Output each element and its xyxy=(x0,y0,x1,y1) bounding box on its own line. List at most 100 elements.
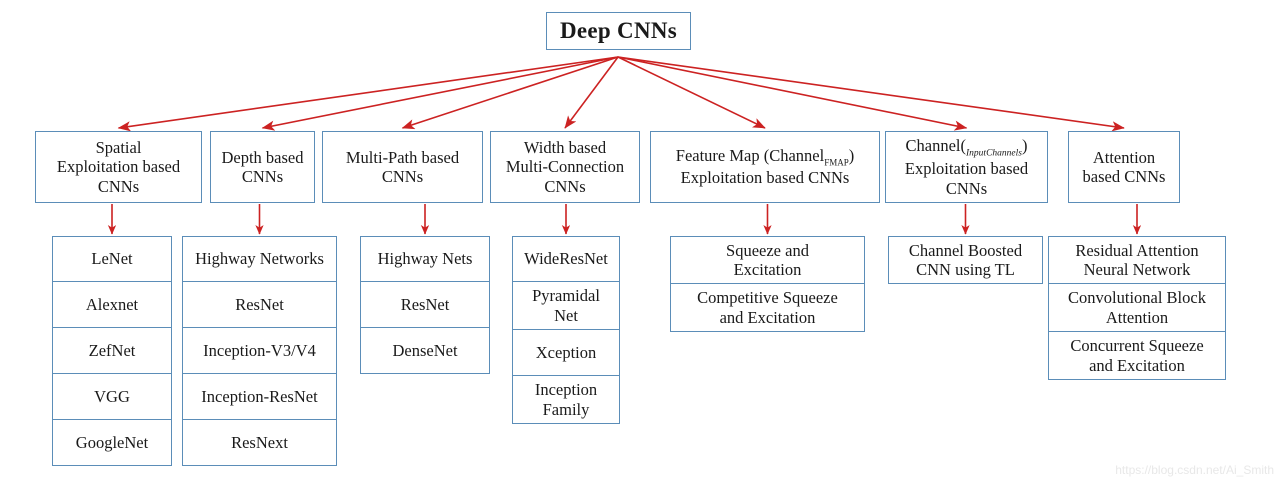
node-text-line: ResNet xyxy=(400,294,450,314)
node-text-line: Inception-ResNet xyxy=(201,386,318,406)
leaf-node[interactable]: ResNet xyxy=(182,282,337,328)
arrow-root-to-spatial-exploitation xyxy=(117,56,619,132)
root-node-deep-cnns[interactable]: Deep CNNs xyxy=(546,12,691,50)
node-text-line: Convolutional Block xyxy=(1068,288,1206,308)
node-text-line: Channel Boosted xyxy=(908,240,1023,260)
node-text-line: DenseNet xyxy=(392,340,458,360)
leaf-node[interactable]: Xception xyxy=(512,330,620,376)
node-text-line: Multi-Connection xyxy=(505,157,625,177)
leaf-node[interactable]: Highway Nets xyxy=(360,236,490,282)
node-text-line: and Excitation xyxy=(719,307,816,327)
leaf-node[interactable]: Alexnet xyxy=(52,282,172,328)
leaf-node[interactable]: WideResNet xyxy=(512,236,620,282)
node-text-line: Squeeze and xyxy=(726,240,809,260)
leaf-node[interactable]: Inception-V3/V4 xyxy=(182,328,337,374)
leaf-node-label: Highway Networks xyxy=(195,249,324,268)
node-text-line: Inception-V3/V4 xyxy=(203,340,316,360)
leaf-node-label: ZefNet xyxy=(89,341,136,360)
node-text-line: Family xyxy=(542,399,590,419)
node-text-line: Highway Networks xyxy=(195,249,324,269)
leaf-node[interactable]: Highway Networks xyxy=(182,236,337,282)
leaf-node-label: DenseNet xyxy=(392,341,457,360)
node-text-line: GoogleNet xyxy=(75,432,149,452)
node-text-line: Neural Network xyxy=(1083,260,1191,279)
node-text-line: Spatial xyxy=(95,137,142,157)
leaf-node[interactable]: ResNet xyxy=(360,282,490,328)
node-text-line: Feature Map (ChannelFMAP) xyxy=(675,146,855,168)
node-text-line: Attention xyxy=(1092,147,1156,167)
node-text-line: Attention xyxy=(1105,307,1169,327)
arrow-root-to-depth-based xyxy=(261,56,619,131)
leaf-node-label: VGG xyxy=(94,387,130,406)
node-text-line: CNNs xyxy=(241,167,284,186)
category-node-label: Channel(InputChannels)Exploitation based… xyxy=(905,136,1028,198)
leaf-node[interactable]: ResNext xyxy=(182,420,337,466)
category-node-feature-map-exploitation[interactable]: Feature Map (ChannelFMAP)Exploitation ba… xyxy=(650,131,880,203)
node-text-line: CNNs xyxy=(381,167,424,186)
leaf-node-label: Alexnet xyxy=(86,295,138,314)
leaf-node[interactable]: ZefNet xyxy=(52,328,172,374)
node-text-line: CNNs xyxy=(97,176,140,196)
node-text-line: and Excitation xyxy=(1089,355,1185,375)
node-text-line: Net xyxy=(554,305,578,325)
watermark: https://blog.csdn.net/Ai_Smith xyxy=(1115,463,1274,477)
arrow-root-to-channel-exploitation xyxy=(617,56,968,131)
node-text-line: Depth based xyxy=(221,147,304,167)
leaf-node[interactable]: LeNet xyxy=(52,236,172,282)
node-text-line: ResNext xyxy=(231,432,288,452)
leaf-node-label: Inception-V3/V4 xyxy=(203,341,316,360)
subscript-label: FMAP xyxy=(824,157,849,168)
node-text-line: ZefNet xyxy=(88,340,136,360)
leaf-node-label: LeNet xyxy=(91,249,132,268)
node-text-line: CNN using TL xyxy=(916,260,1015,279)
arrow-root-to-feature-map-exploitation xyxy=(617,56,766,129)
node-text-line: Exploitation based xyxy=(904,159,1029,179)
arrow-root-to-attention-based xyxy=(617,56,1125,132)
node-text-line: Alexnet xyxy=(85,294,139,314)
node-text-line: Competitive Squeeze xyxy=(697,288,838,308)
node-text-line: LeNet xyxy=(91,249,133,269)
leaf-node-label: Highway Nets xyxy=(378,249,473,268)
node-text-line: Exploitation based CNNs xyxy=(680,168,850,188)
node-text-line: Pyramidal xyxy=(532,286,600,306)
leaf-node-label: Inception-ResNet xyxy=(201,387,317,406)
node-text-line: Channel(InputChannels) xyxy=(905,135,1028,159)
category-to-leaf-arrows xyxy=(107,204,1142,235)
node-text-line: Multi-Path based xyxy=(345,147,460,167)
leaf-node[interactable]: Inception-ResNet xyxy=(182,374,337,420)
leaf-node[interactable]: GoogleNet xyxy=(52,420,172,466)
node-text-line: based CNNs xyxy=(1082,167,1166,186)
category-node-label: Feature Map (ChannelFMAP)Exploitation ba… xyxy=(676,146,854,187)
node-text-line: Excitation xyxy=(733,260,802,279)
category-node-channel-exploitation[interactable]: Channel(InputChannels)Exploitation based… xyxy=(885,131,1048,203)
leaf-node[interactable]: DenseNet xyxy=(360,328,490,374)
leaf-node[interactable]: VGG xyxy=(52,374,172,420)
node-text-line: WideResNet xyxy=(524,249,608,269)
node-text-line: CNNs xyxy=(945,178,988,198)
node-text-line: CNNs xyxy=(544,176,586,196)
leaf-node-label: GoogleNet xyxy=(76,433,148,452)
